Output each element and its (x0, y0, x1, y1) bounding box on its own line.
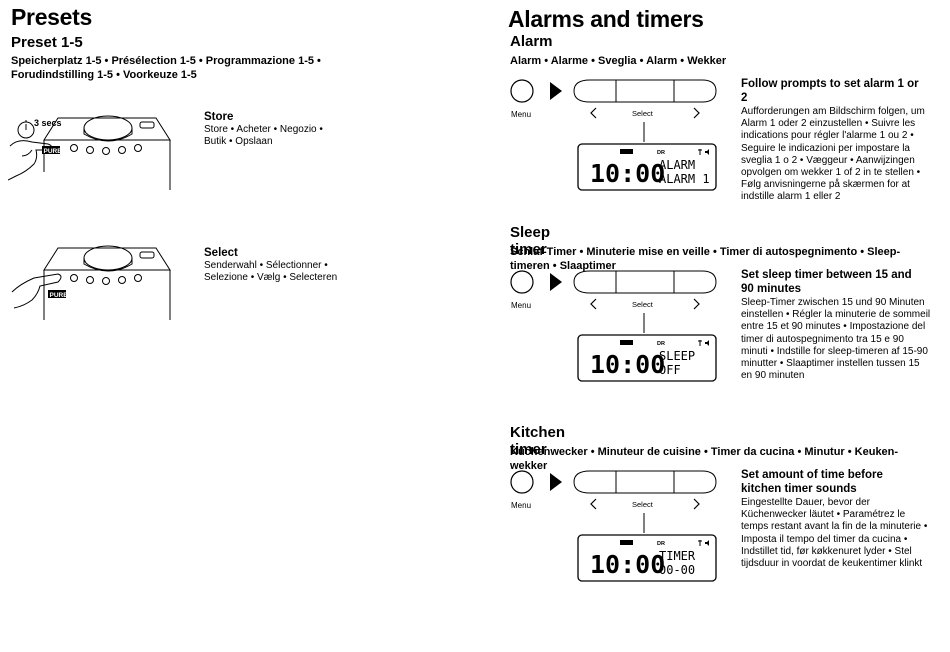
lcd-time: 10:00 (590, 350, 665, 379)
battery-icon (620, 149, 633, 154)
section-title: Kitchen timer (510, 424, 566, 458)
select-button[interactable] (615, 270, 675, 294)
select-label: Select (632, 500, 654, 509)
tuning-knob (83, 115, 133, 141)
radio-select-illustration: PURE (11, 245, 171, 320)
section-subtitle-preset: Speicherplatz 1-5 • Présélection 1-5 • P… (11, 55, 321, 81)
chevron-right-icon (693, 107, 700, 119)
dr-badge: DR (657, 341, 665, 347)
control-diagram: Menu Select DR 10:00 SLEEP OFF (510, 270, 717, 382)
step-title: Set sleep timer between 15 and 90 minute… (741, 269, 912, 295)
battery-icon (620, 540, 633, 545)
page-title-alarms: Alarms and timers (508, 6, 704, 32)
play-arrow-icon (550, 273, 562, 291)
step-text: Aufforderungen am Bildschirm folgen, um … (741, 106, 925, 203)
play-arrow-icon (550, 82, 562, 100)
menu-button[interactable] (510, 79, 534, 103)
menu-button[interactable] (510, 270, 534, 294)
chevron-left-icon (590, 107, 597, 119)
lcd-line1: ALARM (659, 158, 695, 172)
brand-logo: PURE (50, 292, 69, 299)
lcd-line2: OFF (659, 363, 681, 377)
lcd-display (577, 534, 717, 582)
lcd-line1: TIMER (659, 549, 696, 563)
dr-badge: DR (657, 150, 665, 156)
timer-label: 3 secs (34, 118, 62, 128)
step-text: Eingestellte Dauer, bevor der Küchenweck… (741, 497, 928, 570)
play-arrow-icon (550, 473, 562, 491)
control-diagram: Menu Select DR 10:00 ALARM ALARM 1 (510, 79, 717, 191)
lcd-line2: 00-00 (659, 563, 695, 577)
left-button[interactable] (573, 79, 617, 103)
section-title-preset: Preset 1-5 (11, 34, 83, 51)
lcd-line2: ALARM 1 (659, 172, 710, 186)
left-button[interactable] (573, 270, 617, 294)
lcd-display (577, 334, 717, 382)
chevron-left-icon (590, 298, 597, 310)
store-text: Store • Acheter • Negozio • Butik • Opsl… (204, 124, 323, 148)
chevron-right-icon (693, 298, 700, 310)
left-button[interactable] (573, 470, 617, 494)
brand-logo: PURE (44, 148, 63, 155)
lcd-time: 10:00 (590, 159, 665, 188)
right-button[interactable] (673, 470, 717, 494)
page-title-presets: Presets (11, 4, 93, 30)
section-subtitle: Alarm • Alarme • Sveglia • Alarm • Wekke… (510, 55, 727, 67)
speaker-icon (705, 149, 709, 155)
select-label: Select (632, 109, 654, 118)
signal-icon (698, 340, 702, 346)
menu-label: Menu (511, 301, 531, 310)
select-button[interactable] (615, 79, 675, 103)
select-text: Senderwahl • Sélectionner • Selezione • … (204, 260, 338, 284)
chevron-left-icon (590, 498, 597, 510)
select-label: Select (632, 300, 654, 309)
lcd-time: 10:00 (590, 550, 665, 579)
right-button[interactable] (673, 270, 717, 294)
signal-icon (698, 149, 702, 155)
menu-label: Menu (511, 110, 531, 119)
select-button[interactable] (615, 470, 675, 494)
step-title: Set amount of time before kitchen timer … (741, 469, 883, 495)
speaker-icon (705, 540, 709, 546)
menu-button[interactable] (510, 470, 534, 494)
lcd-display (577, 143, 717, 191)
lcd-line1: SLEEP (659, 349, 695, 363)
dr-badge: DR (657, 541, 665, 547)
step-text: Sleep-Timer zwischen 15 und 90 Minuten e… (741, 297, 931, 382)
control-diagram: Menu Select DR 10:00 TIMER 00-00 (510, 470, 717, 582)
section-subtitle: Schlaf-Timer • Minuterie mise en veille … (510, 246, 901, 272)
speaker-icon (705, 340, 709, 346)
signal-icon (698, 540, 702, 546)
menu-label: Menu (511, 501, 531, 510)
pointing-hand (11, 273, 62, 309)
select-title: Select (204, 247, 238, 259)
radio-store-illustration: 3 secs PURE (8, 115, 171, 190)
section-title: Sleep timer (510, 224, 551, 258)
right-button[interactable] (673, 79, 717, 103)
chevron-right-icon (693, 498, 700, 510)
section-title: Alarm (510, 33, 553, 50)
section-subtitle: Küchenwecker • Minuteur de cuisine • Tim… (510, 446, 899, 472)
step-title: Follow prompts to set alarm 1 or 2 (741, 78, 919, 104)
store-title: Store (204, 111, 234, 123)
battery-icon (620, 340, 633, 345)
tuning-knob (83, 245, 133, 271)
